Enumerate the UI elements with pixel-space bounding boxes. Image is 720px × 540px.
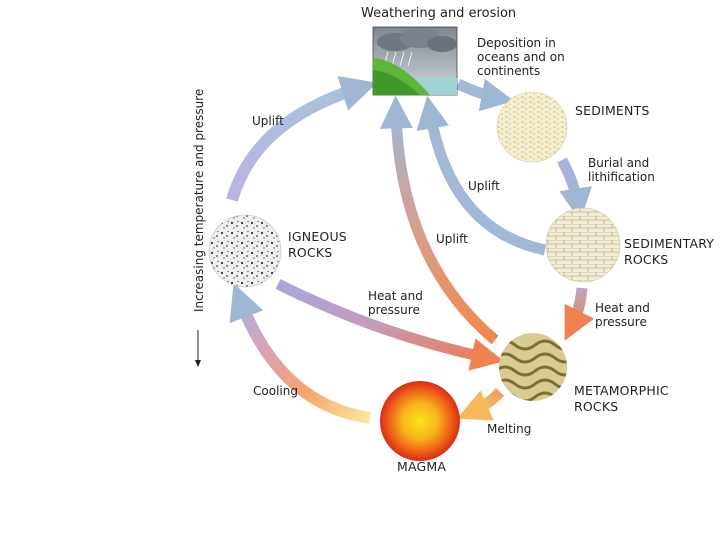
uplift-igneous-label: Uplift bbox=[252, 114, 284, 128]
sedimentary-rocks-image bbox=[545, 207, 621, 283]
weathering-title: Weathering and erosion bbox=[361, 6, 517, 21]
heat-pressure-left-label: Heat and pressure bbox=[368, 289, 423, 317]
magma-label: MAGMA bbox=[397, 459, 447, 474]
side-axis-label: Increasing temperature and pressure bbox=[192, 88, 206, 312]
metamorphic-rocks-image bbox=[499, 333, 567, 401]
side-axis-arrowhead bbox=[195, 360, 201, 367]
uplift-metamorphic-arrow bbox=[379, 95, 499, 345]
deposition-arrow bbox=[455, 78, 515, 112]
uplift-sedimentary-arrow bbox=[416, 95, 547, 256]
uplift-sedimentary-label: Uplift bbox=[468, 179, 500, 193]
melting-arrow bbox=[456, 388, 505, 421]
cooling-label: Cooling bbox=[253, 384, 298, 398]
sediments-image bbox=[496, 91, 568, 163]
uplift-igneous-arrow bbox=[226, 76, 378, 202]
heat-pressure-left-arrow bbox=[275, 279, 505, 371]
melting-label: Melting bbox=[487, 422, 532, 436]
magma-image bbox=[380, 381, 460, 461]
deposition-label: Deposition in oceans and on continents bbox=[477, 36, 565, 78]
uplift-metamorphic-label: Uplift bbox=[436, 232, 468, 246]
metamorphic-rocks-label: METAMORPHIC ROCKS bbox=[574, 383, 669, 414]
igneous-rocks-image bbox=[208, 214, 282, 288]
heat-pressure-right-label: Heat and pressure bbox=[595, 301, 650, 329]
igneous-rocks-label: IGNEOUS ROCKS bbox=[288, 229, 347, 260]
burial-label: Burial and lithification bbox=[588, 156, 655, 184]
weathering-scene-image bbox=[372, 26, 458, 96]
sediments-label: SEDIMENTS bbox=[575, 103, 650, 118]
heat-pressure-right-arrow bbox=[564, 287, 595, 341]
sedimentary-rocks-label: SEDIMENTARY ROCKS bbox=[624, 236, 715, 267]
burial-arrow bbox=[557, 157, 592, 222]
cooling-arrow bbox=[229, 283, 371, 424]
